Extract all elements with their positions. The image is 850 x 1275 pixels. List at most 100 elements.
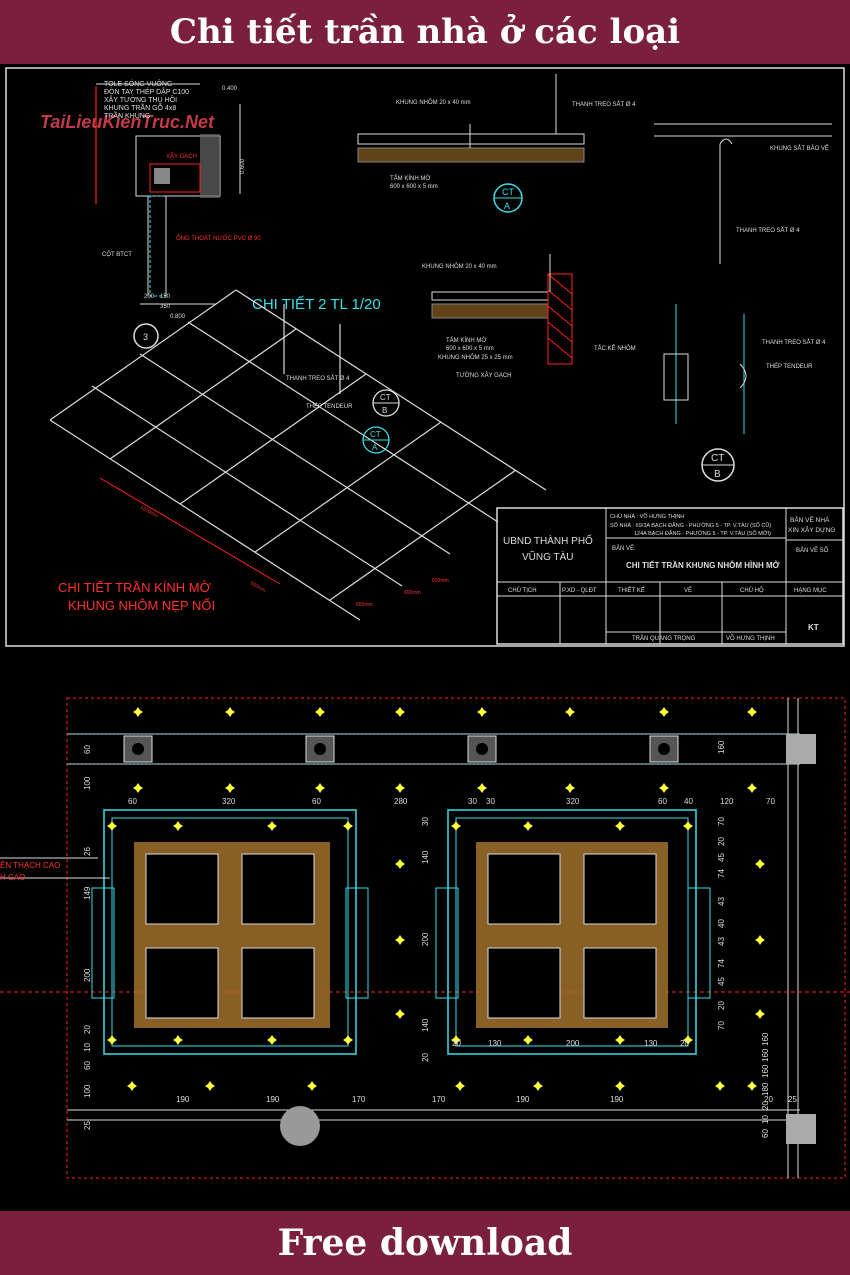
bubble-3: 3 [143, 332, 148, 342]
dim-left-4: 149 [83, 886, 92, 900]
dim-top-7: 320 [566, 797, 580, 806]
light-fixture-icon [683, 821, 693, 831]
right-dim-label: 20 [717, 837, 726, 846]
tb-addr-1: SỐ NHÀ : 69/3A BẠCH ĐẰNG - PHƯỜNG 5 - TP… [610, 521, 771, 529]
section-ct-a: KHUNG NHÔM 20 x 40 mm THANH TREO SẮT Ø 4… [357, 74, 636, 213]
bubble-ct-b: CT [711, 453, 724, 464]
light-fixture-icon [133, 707, 143, 717]
dim-top-9: 40 [684, 797, 693, 806]
dim-inner-5: 20 [421, 1053, 430, 1062]
light-fixture-icon [455, 1081, 465, 1091]
vent-grilles [123, 735, 679, 763]
dim-bot-7: 20 [764, 1095, 773, 1104]
download-label: Free download [277, 1222, 573, 1264]
dim-left-6: 20 [83, 1025, 92, 1034]
iso-dim-4: 600mm [432, 578, 449, 584]
dim-top-3: 60 [312, 797, 321, 806]
light-fixture-icon [615, 1081, 625, 1091]
light-fixture-icon [477, 783, 487, 793]
dim-350: 350 [160, 304, 171, 310]
dim-200: 200 [144, 294, 155, 300]
iso-title-2: KHUNG NHÔM NẸP NỔI [68, 598, 215, 613]
dim-bot-4: 170 [432, 1095, 446, 1104]
lbl-tac-ke: TẮC KÊ NHÔM [594, 344, 636, 352]
page-title: Chi tiết trần nhà ở các loại [169, 12, 681, 52]
right-dim-label: 60 [761, 1129, 770, 1138]
dim-inner-3: 140 [421, 1018, 430, 1032]
light-fixture-icon [747, 783, 757, 793]
bubble-b: B [714, 469, 721, 480]
dim-ib-2: 130 [488, 1039, 502, 1048]
light-fixture-icon [755, 1009, 765, 1019]
note-line-2: ĐÒN TAY THÉP DẬP C100 [104, 87, 189, 96]
right-dim-label: 45 [717, 977, 726, 986]
light-fixture-icon [395, 1009, 405, 1019]
right-dim-label: 20 [761, 1101, 770, 1110]
light-fixture-icon [659, 783, 669, 793]
light-fixture-icon [225, 707, 235, 717]
dim-top-10: 120 [720, 797, 734, 806]
bubble-iso-ct-b: CT [380, 393, 391, 402]
right-dim-label: 43 [717, 937, 726, 946]
footer-banner: Free download [0, 1211, 850, 1275]
dim-inner-2: 200 [421, 932, 430, 946]
dim-bot-5: 190 [516, 1095, 530, 1104]
lbl-khung-nhom: KHUNG NHÔM 20 x 40 mm [396, 99, 471, 106]
dim-bot-1: 190 [176, 1095, 190, 1104]
right-dim-label: 70 [717, 1021, 726, 1030]
light-fixture-icon [747, 707, 757, 717]
tb-ban-ve-so: BẢN VẼ SỐ [796, 547, 829, 554]
tb-name-2: VÕ HƯNG THỊNH [726, 635, 775, 642]
right-dim-label: 180 [761, 1082, 770, 1096]
right-dim-label: 160 [761, 1032, 770, 1046]
lbl-tuong: TƯỜNG XÂY GẠCH [456, 372, 512, 379]
label-ong-thoat: ỐNG THOÁT NƯỚC PVC Ø 90 [176, 235, 261, 242]
light-fixture-icon [683, 1035, 693, 1045]
dim-top-6: 30 [486, 797, 495, 806]
note-line-5: TRẦN KHUNG [104, 110, 150, 120]
ceiling-panel-left [91, 809, 369, 1055]
tb-org-2: VŨNG TÀU [522, 550, 574, 563]
light-fixture-icon [615, 821, 625, 831]
light-fixture-icon [315, 783, 325, 793]
bubble-iso-a: A [372, 443, 378, 452]
tb-code: KT [808, 623, 819, 632]
lbl-tam-kinh-dim-2: 600 x 600 x 5 mm [446, 346, 494, 352]
light-fixture-icon [173, 821, 183, 831]
tb-addr-2: 124A BẠCH ĐẰNG - PHƯỜNG 5 - TP. V.TÀU (S… [634, 529, 771, 537]
right-dim-label: 160 [717, 740, 726, 754]
dim-side: 0.600 [240, 158, 246, 174]
iso-dim-5: 600mm [404, 590, 421, 596]
light-fixture-icon [107, 821, 117, 831]
label-xay-gach: XÂY GẠCH [166, 153, 197, 160]
right-dim-label: 70 [717, 817, 726, 826]
light-fixture-icon [523, 1035, 533, 1045]
dim-left-8: 60 [83, 1061, 92, 1070]
light-fixture-icon [127, 1081, 137, 1091]
tb-owner: CHỦ NHÀ : VÕ HƯNG THỊNH [610, 513, 684, 520]
dim-top-11: 70 [766, 797, 775, 806]
iso-title-1: CHI TIẾT TRẦN KÍNH MỜ [58, 580, 211, 595]
lbl-tam-kinh-2: TẤM KÍNH MỜ [446, 337, 486, 344]
lbl-thanh-treo-2: THANH TREO SẮT Ø 4 [736, 226, 800, 234]
lbl-thanh-treo-3: THANH TREO SẮT Ø 4 [762, 338, 826, 346]
light-fixture-icon [395, 935, 405, 945]
dim-top-5: 30 [468, 797, 477, 806]
note-line-3: XÂY TƯỜNG THU HỒI [104, 94, 177, 104]
wall-junction-detail: KHUNG NHÔM 20 x 40 mm TẤM KÍNH MỜ 600 x … [422, 254, 636, 379]
light-fixture-icon [755, 859, 765, 869]
right-dim-label: 160 [761, 1048, 770, 1062]
light-fixture-icon [533, 1081, 543, 1091]
dim-150: 150 [160, 294, 171, 300]
light-fixture-icon [715, 1081, 725, 1091]
light-fixture-icon [205, 1081, 215, 1091]
header-banner: Chi tiết trần nhà ở các loại [0, 0, 850, 64]
tb-col-2: P.XD - QLĐT [562, 588, 597, 594]
dim-top-4: 280 [394, 797, 408, 806]
right-dim-label: 40 [717, 919, 726, 928]
tb-col-4: VẼ [684, 587, 692, 594]
detail-title: CHI TIẾT 2 TL 1/20 [252, 296, 381, 313]
right-dim-label: 45 [717, 853, 726, 862]
right-dim-label: 74 [717, 869, 726, 878]
dim-0800: 0.800 [170, 314, 186, 320]
